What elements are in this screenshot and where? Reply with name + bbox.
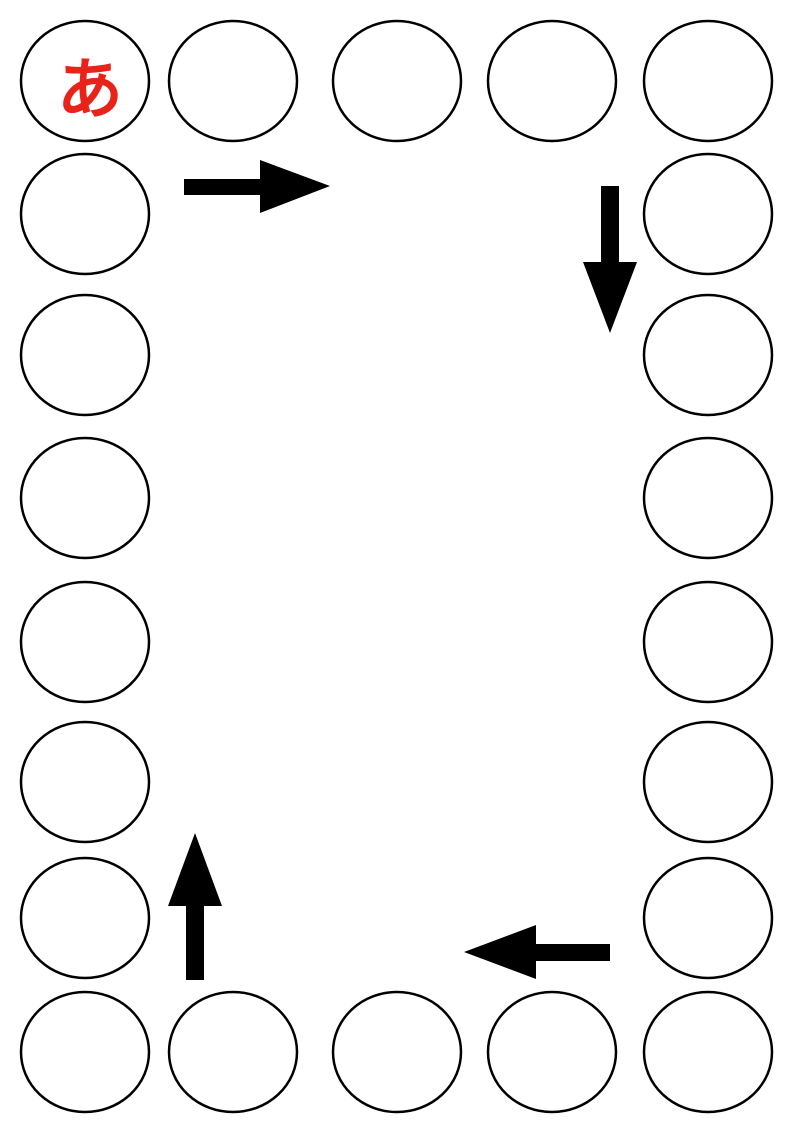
- board-cell: [19, 580, 151, 704]
- board-cell: [486, 19, 618, 143]
- board-cell: [19, 436, 151, 560]
- board-cells: [19, 19, 774, 1114]
- board-cell: [642, 856, 774, 980]
- board-cell: [167, 19, 299, 143]
- board-cell: [642, 990, 774, 1114]
- board-cell: [642, 436, 774, 560]
- arrow-up-icon: [168, 833, 222, 980]
- board-cell: [642, 19, 774, 143]
- board-cell: [642, 720, 774, 844]
- board-cell: [19, 293, 151, 417]
- board-cell-start: [19, 19, 151, 143]
- start-cell-label: あ: [57, 51, 123, 128]
- board-cell: [642, 580, 774, 704]
- board-cell: [331, 990, 463, 1114]
- arrow-left-icon: [464, 925, 610, 979]
- board-cell: [331, 19, 463, 143]
- arrow-right-icon: [184, 160, 330, 213]
- board-cell: [167, 990, 299, 1114]
- board-cell: [19, 720, 151, 844]
- board-cell: [19, 990, 151, 1114]
- arrow-down-icon: [583, 186, 637, 333]
- direction-arrows: [168, 160, 637, 980]
- board-cell: [486, 990, 618, 1114]
- board-cell: [642, 152, 774, 276]
- board-cell: [19, 152, 151, 276]
- board-cell: [19, 856, 151, 980]
- board-cell: [642, 293, 774, 417]
